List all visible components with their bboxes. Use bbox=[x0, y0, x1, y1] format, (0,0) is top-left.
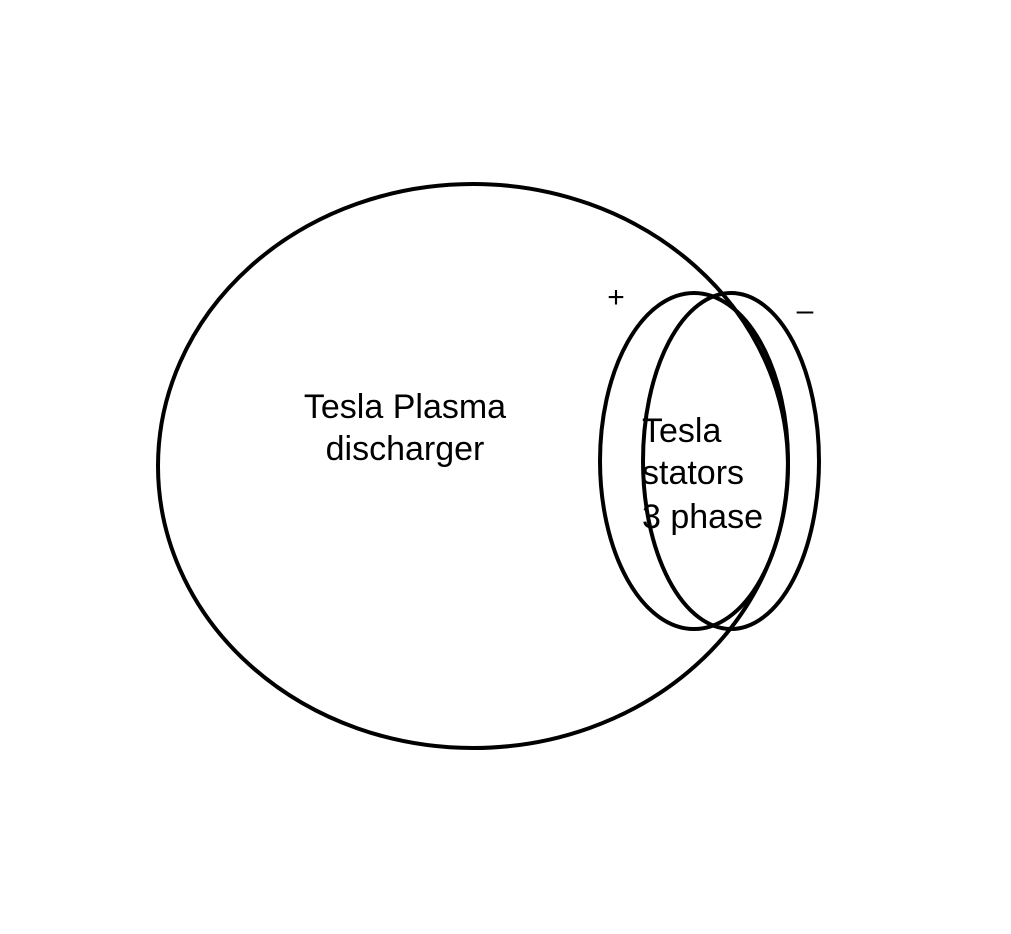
stator-ellipse-left bbox=[598, 291, 790, 631]
stator-ellipse-right bbox=[641, 291, 821, 631]
plus-sign: + bbox=[607, 281, 625, 314]
minus-sign: – bbox=[797, 294, 814, 327]
discharger-label-line1: Tesla Plasma bbox=[304, 388, 506, 426]
stators-label-line2: stators bbox=[642, 454, 744, 492]
discharger-label-line2: discharger bbox=[326, 430, 485, 468]
stators-label-line3: 3 phase bbox=[642, 498, 763, 536]
stators-label-line1: Tesla bbox=[642, 412, 721, 450]
